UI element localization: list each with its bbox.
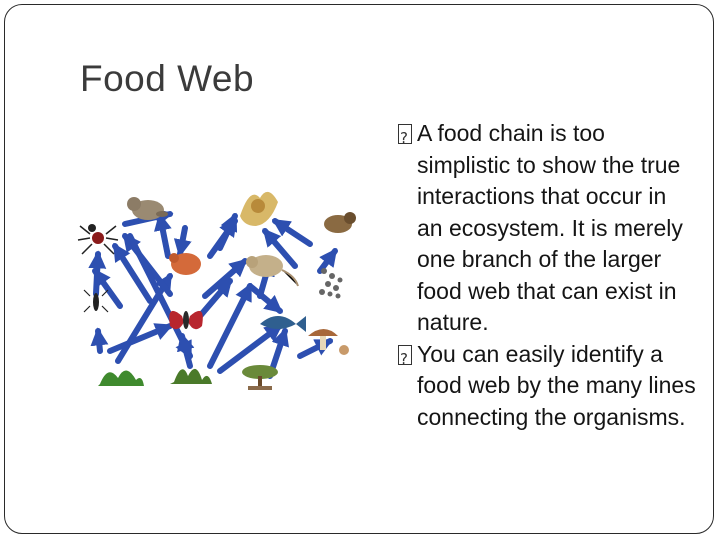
arrow: [247, 283, 283, 314]
mushroom-icon: [308, 329, 349, 355]
bullet-item: You can easily identify a food web by th…: [398, 339, 698, 434]
bullet-item: A food chain is too simplistic to show t…: [398, 118, 698, 339]
arrow: [107, 323, 174, 354]
arrow: [207, 282, 253, 369]
bullet-text: A food chain is too simplistic to show t…: [417, 120, 683, 335]
rodent-icon: [127, 197, 168, 220]
chipmunk-icon: [169, 253, 201, 275]
arrow: [90, 327, 109, 354]
food-web-arrows: [88, 208, 338, 379]
arrow: [92, 268, 123, 309]
arrow: [262, 228, 298, 269]
bonsai-icon: [242, 365, 278, 390]
arrow: [271, 218, 313, 247]
arrow: [317, 248, 338, 274]
bullet-text: You can easily identify a food web by th…: [417, 340, 696, 430]
snail-cluster-icon: [319, 268, 343, 299]
shrub-icon: [98, 370, 144, 386]
bird-icon: [324, 212, 356, 233]
food-web-diagram: [77, 191, 356, 390]
spider-icon: [77, 224, 119, 255]
plant-icon: [170, 368, 212, 384]
fish-icon: [260, 316, 306, 332]
mouse-icon: [246, 255, 299, 287]
moth-icon: [169, 310, 203, 330]
slide-frame: [4, 4, 714, 534]
arrow: [112, 242, 153, 304]
arrow: [153, 212, 172, 259]
arrow: [173, 225, 192, 258]
arrow: [197, 278, 233, 319]
bullet-list: A food chain is too simplistic to show t…: [398, 118, 698, 433]
slide-title: Food Web: [80, 58, 255, 99]
owl-icon: [240, 191, 278, 226]
arrow: [217, 323, 283, 374]
bullet-marker-icon: [398, 123, 412, 155]
arrow: [127, 233, 193, 360]
insect-icon: [83, 289, 109, 313]
arrow: [207, 218, 238, 259]
arrow: [202, 258, 248, 299]
bullet-marker-icon: [398, 344, 412, 375]
